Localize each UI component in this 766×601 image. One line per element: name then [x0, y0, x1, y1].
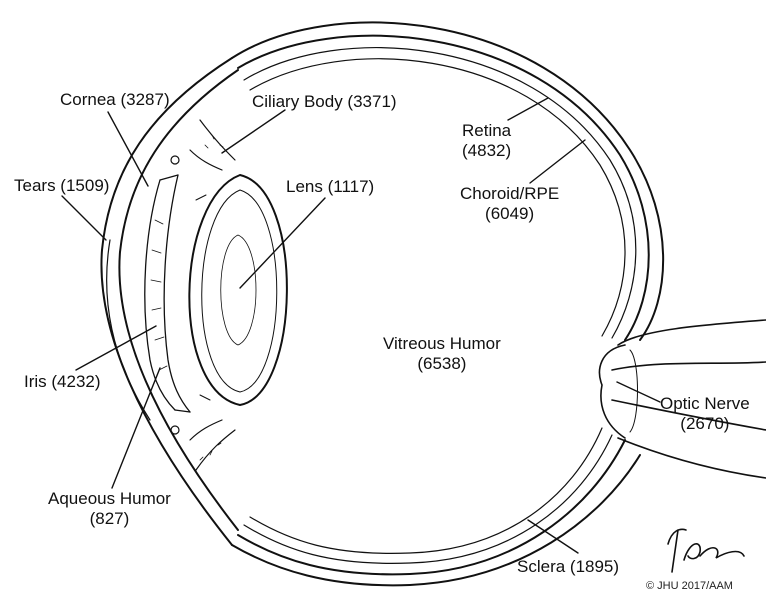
label-ciliary-body: Ciliary Body (3371) [252, 92, 397, 112]
label-aqueous-humor: Aqueous Humor (827) [48, 489, 171, 529]
leader-ciliary-body [222, 110, 285, 153]
leader-lines [62, 98, 660, 553]
iris-drawing [145, 175, 190, 412]
leader-lens [240, 198, 325, 288]
label-vitreous-humor: Vitreous Humor (6538) [383, 334, 501, 374]
label-sclera: Sclera (1895) [517, 557, 619, 577]
label-retina-name: Retina [462, 121, 511, 141]
label-aqueous-count: (827) [48, 509, 171, 529]
leader-tears [62, 196, 106, 240]
label-vitreous-count: (6538) [383, 354, 501, 374]
label-tears: Tears (1509) [14, 176, 109, 196]
label-choroid-count: (6049) [460, 204, 559, 224]
cornea-drawing [101, 58, 238, 545]
lens-drawing [189, 175, 287, 405]
leader-cornea [108, 112, 148, 186]
ciliary-body-drawing [171, 120, 235, 470]
signature-mark [668, 529, 744, 572]
leader-choroid [530, 140, 585, 183]
label-iris: Iris (4232) [24, 372, 101, 392]
copyright-credit: © JHU 2017/AAM [646, 580, 733, 592]
label-vitreous-name: Vitreous Humor [383, 334, 501, 354]
label-lens: Lens (1117) [286, 177, 374, 197]
label-choroid-name: Choroid/RPE [460, 184, 559, 204]
leader-retina [508, 98, 548, 120]
label-optic-nerve: Optic Nerve (2670) [660, 394, 750, 434]
label-choroid: Choroid/RPE (6049) [460, 184, 559, 224]
leader-optic-nerve [617, 382, 660, 402]
label-cornea: Cornea (3287) [60, 90, 170, 110]
retina-choroid-layers [244, 48, 636, 564]
label-retina-count: (4832) [462, 141, 511, 161]
label-aqueous-name: Aqueous Humor [48, 489, 171, 509]
leader-iris [76, 326, 156, 370]
label-retina: Retina (4832) [462, 121, 511, 161]
label-optic-nerve-count: (2670) [660, 414, 750, 434]
label-optic-nerve-name: Optic Nerve [660, 394, 750, 414]
